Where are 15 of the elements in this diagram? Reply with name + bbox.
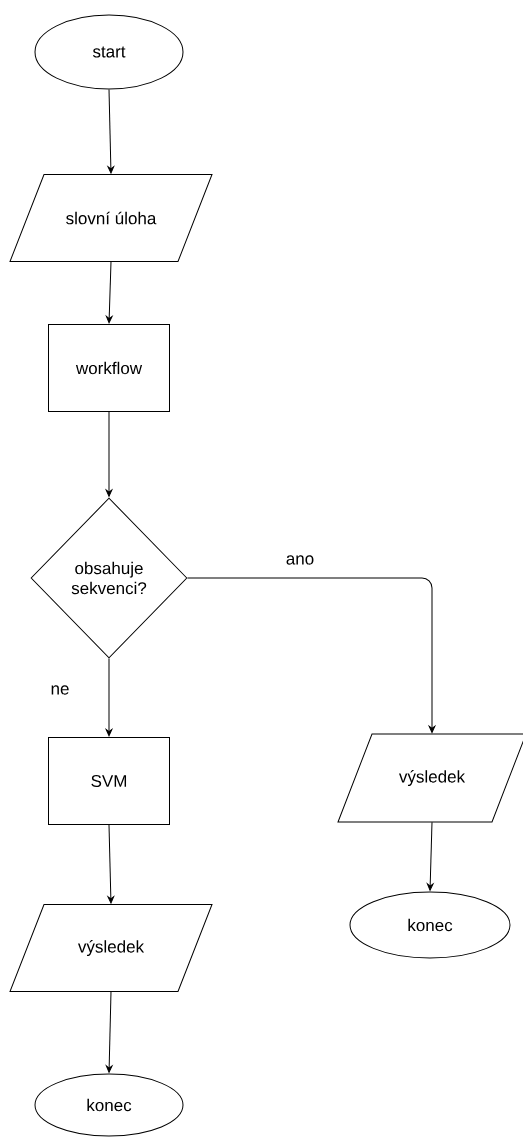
- process-box: workflow: [48, 324, 170, 412]
- arrow: [105, 261, 113, 324]
- arrow: [187, 577, 436, 734]
- process-box: SVM: [48, 737, 170, 825]
- arrow: [105, 411, 113, 497]
- io-parallelogram: výsledek: [9, 904, 213, 992]
- arrow: [107, 89, 115, 174]
- arrow: [105, 658, 113, 737]
- io-parallelogram: slovní úloha: [9, 174, 213, 262]
- arrow: [105, 991, 113, 1073]
- io-parallelogram: výsledek: [337, 733, 523, 823]
- edge-label: ne: [49, 684, 71, 696]
- edge-label: ano: [284, 554, 316, 566]
- arrow: [426, 821, 434, 891]
- arrow: [107, 824, 115, 904]
